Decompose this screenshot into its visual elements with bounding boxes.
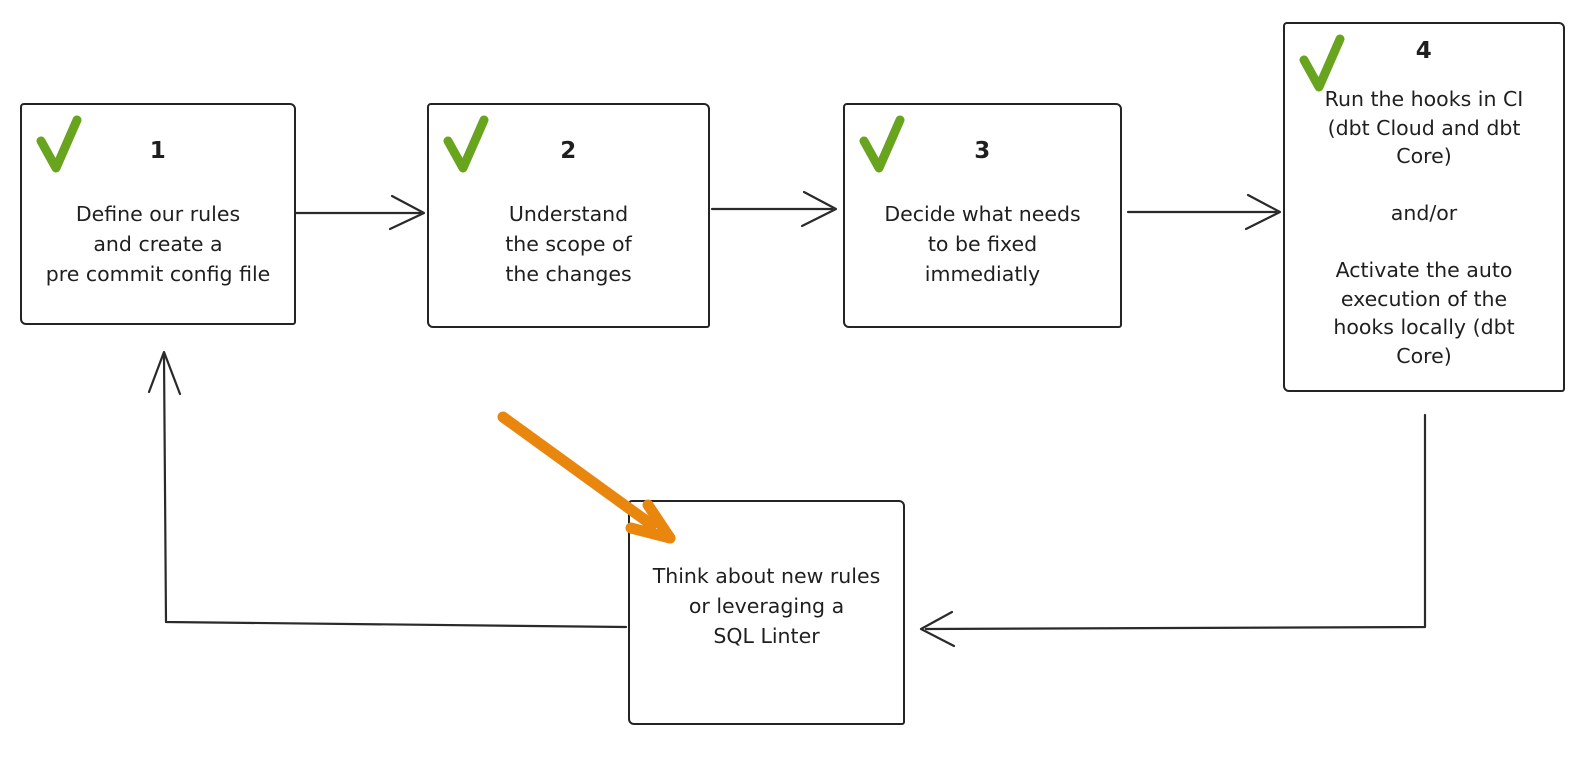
step-number: 2 xyxy=(560,138,577,164)
arrow-step3-to-step4[interactable] xyxy=(1126,193,1282,231)
step-text: Run the hooks in CI (dbt Cloud and dbt C… xyxy=(1324,87,1524,368)
arrow-step1-to-step2[interactable] xyxy=(294,194,426,231)
step-box-1[interactable]: 1 Define our rules and create a pre comm… xyxy=(20,103,296,325)
arrowhead-right-icon xyxy=(1244,193,1282,231)
checkmark-icon xyxy=(859,115,905,173)
checkmark-stroke xyxy=(36,115,82,173)
arrow-shaft xyxy=(162,354,628,629)
step-number: 4 xyxy=(1415,38,1433,64)
step-number: 3 xyxy=(974,138,991,164)
arrowhead-right-icon xyxy=(388,194,426,231)
checkmark-icon xyxy=(1299,34,1345,92)
feedback-box[interactable]: Think about new rules or leveraging a SQ… xyxy=(628,500,905,725)
checkmark-stroke xyxy=(859,115,905,173)
step-number: 1 xyxy=(149,138,167,164)
arrow-shaft xyxy=(924,413,1427,631)
checkmark-stroke xyxy=(1299,34,1345,92)
arrowhead-up-icon xyxy=(147,350,182,396)
arrowhead-right-icon xyxy=(800,190,838,228)
checkmark-stroke xyxy=(443,115,489,173)
arrow-feedback-to-step1[interactable] xyxy=(147,350,628,629)
step-text: Decide what needs to be fixed immediatly xyxy=(884,202,1081,286)
step-box-2[interactable]: 2 Understand the scope of the changes xyxy=(427,103,710,328)
checkmark-icon xyxy=(443,115,489,173)
arrow-step2-to-step3[interactable] xyxy=(710,190,838,228)
step-text: Define our rules and create a pre commit… xyxy=(45,202,271,286)
step-text: Understand the scope of the changes xyxy=(505,202,632,286)
checkmark-icon xyxy=(36,115,82,173)
arrow-step4-to-feedback[interactable] xyxy=(919,413,1427,648)
feedback-text: Think about new rules or leveraging a SQ… xyxy=(652,563,881,648)
step-box-4[interactable]: 4 Run the hooks in CI (dbt Cloud and dbt… xyxy=(1283,22,1565,392)
step-box-3[interactable]: 3 Decide what needs to be fixed immediat… xyxy=(843,103,1122,328)
arrowhead-left-icon xyxy=(919,610,956,648)
